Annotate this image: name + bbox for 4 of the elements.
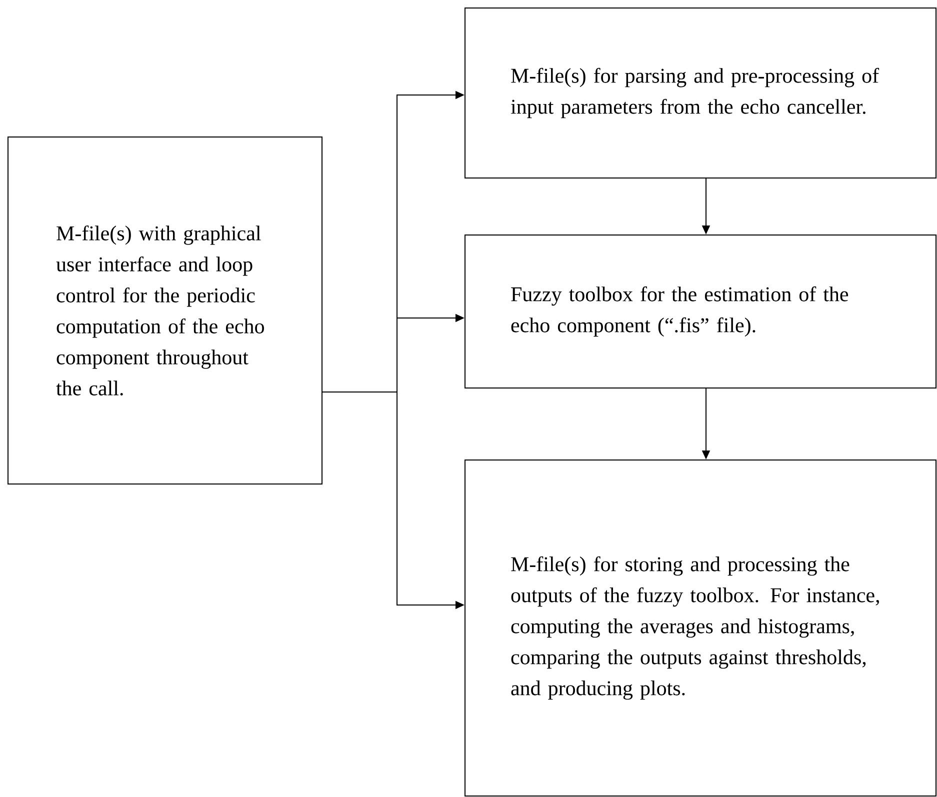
process-box: M-file(s) for storing and processing the outputs of the fuzzy toolbox. For instance, computing the averages and histograms, comparing the outputs against thresholds, and producing plots. bbox=[464, 460, 936, 796]
process-box: Fuzzy toolbox for the estimation of the echo component (“.fis” file). bbox=[464, 234, 936, 388]
process-box: M-file(s) for parsing and pre-processing of input parameters from the echo canceller. bbox=[464, 8, 936, 178]
process-box: M-file(s) with graphical user interface and loop control for the periodic computation of the echo component throughout the call. bbox=[8, 136, 322, 484]
